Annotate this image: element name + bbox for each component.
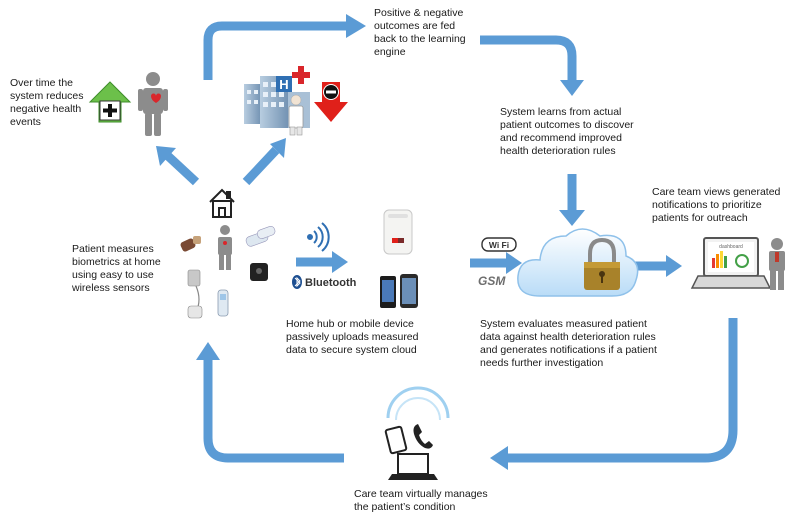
mobile-phone-icon (380, 274, 418, 308)
arrowhead-laptop (666, 255, 682, 277)
caption-virtually-manages: Care team virtually manages the patient’… (354, 488, 488, 513)
minus-arrow-down-icon (314, 82, 348, 122)
arrowhead-hub (332, 251, 348, 273)
arrowhead-system-learns (560, 80, 584, 96)
arrow-house-to-hospital (242, 146, 280, 186)
tablet-phone-icon (384, 386, 450, 480)
arrow-care-team-to-patient (203, 358, 344, 463)
arrow-to-system-learns (480, 35, 577, 82)
patient-figure-icon (218, 225, 232, 270)
gsm-logo-icon: GSM (478, 274, 506, 288)
arrow-heads (156, 14, 682, 470)
house-icon (209, 188, 235, 218)
sensor-devices (180, 225, 276, 319)
plus-arrow-up-icon (88, 81, 132, 123)
arrowhead-patient (196, 342, 220, 360)
home-hub-icon (383, 209, 413, 255)
arrowhead-person (156, 146, 176, 166)
wireless-signal-icon (307, 222, 330, 252)
arrowhead-learning (346, 14, 366, 38)
hospital-letter: H (279, 77, 288, 92)
care-team-person-icon (769, 238, 785, 290)
arrowhead-hospital (270, 138, 286, 158)
wifi-logo-icon: Wi Fi (481, 237, 517, 252)
wifi-label: Wi Fi (489, 240, 509, 250)
bluetooth-logo-icon: Bluetooth (292, 275, 357, 289)
bluetooth-label: Bluetooth (305, 277, 357, 289)
arrow-house-to-person (164, 152, 200, 186)
arrowhead-cloud (559, 210, 585, 226)
caption-system-learns: System learns from actual patient outcom… (500, 106, 634, 157)
hospital-icon: H (244, 66, 310, 136)
gsm-label: GSM (478, 274, 506, 288)
caption-system-evaluates: System evaluates measured patient data a… (480, 318, 657, 369)
caption-home-hub: Home hub or mobile device passively uplo… (286, 318, 419, 356)
arrow-to-learning-engine (203, 21, 348, 80)
caption-patient-measures: Patient measures biometrics at home usin… (72, 243, 161, 294)
caption-reduces-events: Over time the system reduces negative he… (10, 77, 84, 128)
caption-learning-engine: Positive & negative outcomes are fed bac… (374, 7, 466, 58)
laptop-dashboard-icon: dashboard (690, 237, 772, 289)
padlock-icon (584, 237, 620, 290)
caption-care-team-views: Care team views generated notifications … (652, 186, 781, 224)
arrow-laptop-to-care-team (506, 318, 738, 463)
person-icon (138, 72, 168, 136)
dashboard-label: dashboard (719, 244, 743, 250)
arrowhead-care-team (490, 446, 508, 470)
arrowhead-hub-cloud (506, 252, 522, 274)
flow-arrows (164, 21, 738, 463)
